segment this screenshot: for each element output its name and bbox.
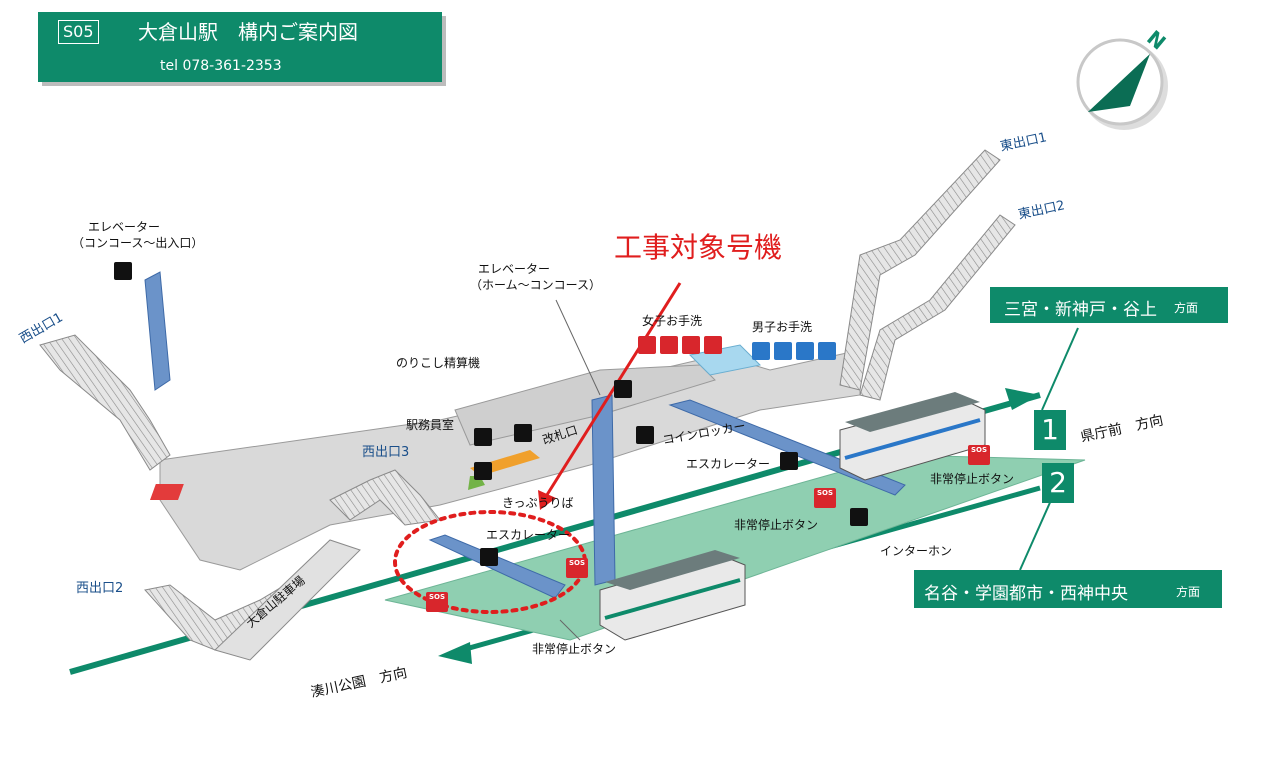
emergency-stop-label-west: 非常停止ボタン xyxy=(532,642,617,656)
west-exit-1-stairs xyxy=(39,334,171,471)
track1-direction-text: 三宮・新神戸・谷上 xyxy=(1004,300,1157,320)
escalator-icon-east xyxy=(780,452,798,470)
elevator-shaft-west xyxy=(144,271,171,391)
emergency-pointer-a xyxy=(559,619,581,641)
elevator-pointer xyxy=(555,299,601,396)
east-exit-1-stairs xyxy=(839,149,1001,391)
womens-ostomate-icon xyxy=(704,336,722,354)
escalator-west xyxy=(428,534,566,599)
mens-baby-icon xyxy=(796,342,814,360)
mens-restroom-label: 男子お手洗 xyxy=(752,320,813,334)
elevator-concourse-label-1: エレベーター xyxy=(88,220,161,234)
track2-number: 2 xyxy=(1042,463,1074,503)
sos-icon-mid: SOS xyxy=(814,488,836,508)
mens-restroom-icon xyxy=(752,342,770,360)
west-exit-3-label: 西出口3 xyxy=(362,445,410,460)
track1-direction-suffix: 方面 xyxy=(1174,301,1199,315)
construction-arrow-line xyxy=(543,282,682,499)
womens-accessible-icon xyxy=(660,336,678,354)
sos-icon-east: SOS xyxy=(968,445,990,465)
construction-label: 工事対象号機 xyxy=(614,231,783,264)
elevator-shaft-platform xyxy=(591,394,616,586)
page-title: 大倉山駅 構内ご案内図 xyxy=(138,20,358,44)
emergency-stop-label-mid: 非常停止ボタン xyxy=(734,518,819,532)
escalator-label-east: エスカレーター xyxy=(686,457,771,471)
train-track2 xyxy=(599,550,746,641)
east-exit-2-stairs xyxy=(859,214,1016,401)
track1-direction-box: 三宮・新神戸・谷上 方面 xyxy=(990,287,1228,323)
ticket-machine-icon xyxy=(474,462,492,480)
compass xyxy=(1076,38,1168,130)
mens-accessible-icon xyxy=(774,342,792,360)
station-code: S05 xyxy=(58,20,99,44)
track2-direction-text: 名谷・学園都市・西神中央 xyxy=(924,584,1128,604)
womens-baby-icon xyxy=(682,336,700,354)
track2-direction-box: 名谷・学園都市・西神中央 方面 xyxy=(914,570,1222,608)
sos-icon-platform: SOS xyxy=(426,592,448,612)
east-dir-line-2 xyxy=(1019,497,1053,571)
ticket-office-label: きっぷうりば xyxy=(502,496,574,510)
emergency-stop-label-east: 非常停止ボタン xyxy=(930,472,1015,486)
track1-number: 1 xyxy=(1034,410,1066,450)
sos-icon-escalator: SOS xyxy=(566,558,588,578)
staff-room-icon xyxy=(474,428,492,446)
west-exit-2-label: 西出口2 xyxy=(76,581,124,596)
header-banner: S05 大倉山駅 構内ご案内図 tel 078-361-2353 xyxy=(38,12,442,82)
escalator-label-west: エスカレーター xyxy=(486,528,571,542)
intercom-icon xyxy=(850,508,868,526)
east-dir-line-1 xyxy=(1041,327,1079,411)
coin-locker-icon xyxy=(636,426,654,444)
elevator-icon-west xyxy=(114,262,132,280)
elevator-home-label-1: エレベーター xyxy=(478,262,551,276)
construction-arrow-head xyxy=(538,490,556,510)
elevator-icon-platform xyxy=(614,380,632,398)
west-exit-3-marker xyxy=(150,484,184,500)
mens-ostomate-icon xyxy=(818,342,836,360)
womens-restroom-icon xyxy=(638,336,656,354)
track1-arrow xyxy=(1005,388,1040,410)
tel-number: tel 078-361-2353 xyxy=(160,58,282,74)
track2-direction-suffix: 方面 xyxy=(1176,585,1201,599)
elevator-home-label-2: （ホーム～コンコース） xyxy=(470,278,602,292)
staff-room-label: 駅務員室 xyxy=(406,418,455,432)
fare-adjust-icon xyxy=(514,424,532,442)
train-track1 xyxy=(839,392,986,481)
fare-adjust-label: のりこし精算機 xyxy=(396,356,481,370)
escalator-icon-west xyxy=(480,548,498,566)
intercom-label: インターホン xyxy=(880,544,953,558)
track2-arrow xyxy=(438,642,472,664)
parking-ramp xyxy=(214,539,361,661)
womens-restroom-label: 女子お手洗 xyxy=(642,314,703,328)
elevator-concourse-label-2: （コンコース～出入口） xyxy=(72,236,204,250)
